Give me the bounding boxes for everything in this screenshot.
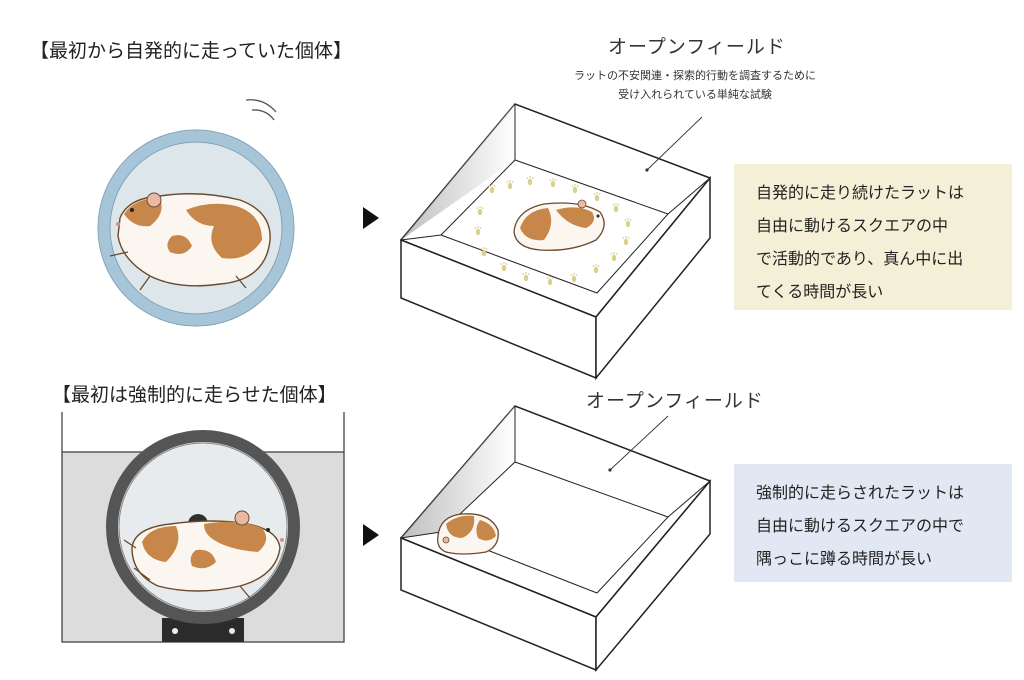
- note-line: で活動的であり、真ん中に出: [756, 249, 964, 268]
- field-desc-line-2: 受け入れられている単純な試験: [618, 88, 772, 101]
- note-line: 自発的に走り続けたラットは: [756, 183, 965, 202]
- note-line: 自由に動けるスクエアの中: [756, 216, 949, 235]
- field-desc-line-1: ラットの不安関連・探索的行動を調査するために: [574, 69, 816, 82]
- note-line: 強制的に走らされたラットは: [756, 483, 965, 502]
- note-line: てくる時間が長い: [756, 282, 884, 301]
- bottom-field-pointer: [609, 415, 669, 471]
- top-field-hamster: [513, 199, 605, 251]
- note-line: 自由に動けるスクエアの中で: [756, 516, 965, 535]
- top-result-note: 自発的に走り続けたラットは 自由に動けるスクエアの中 で活動的であり、真ん中に出…: [734, 164, 1012, 310]
- top-field-pointer: [646, 116, 703, 171]
- bottom-open-field-box: [399, 405, 712, 673]
- bottom-field-title: オープンフィールド: [586, 390, 764, 412]
- top-arrow-icon: [363, 207, 379, 229]
- bottom-section-label: 【最初は強制的に走らせた個体】: [52, 384, 337, 406]
- top-wheel-hamster: [109, 192, 271, 291]
- top-field-description: ラットの不安関連・探索的行動を調査するために 受け入れられている単純な試験: [545, 66, 845, 104]
- note-line: 隅っこに蹲る時間が長い: [756, 549, 933, 568]
- top-section-label: 【最初から自発的に走っていた個体】: [30, 40, 353, 62]
- bottom-result-note: 強制的に走らされたラットは 自由に動けるスクエアの中で 隅っこに蹲る時間が長い: [734, 464, 1012, 582]
- top-field-title: オープンフィールド: [608, 36, 786, 58]
- bottom-field-hamster: [437, 513, 499, 555]
- bottom-wheel-hamster: [123, 510, 284, 599]
- bottom-arrow-icon: [363, 524, 379, 546]
